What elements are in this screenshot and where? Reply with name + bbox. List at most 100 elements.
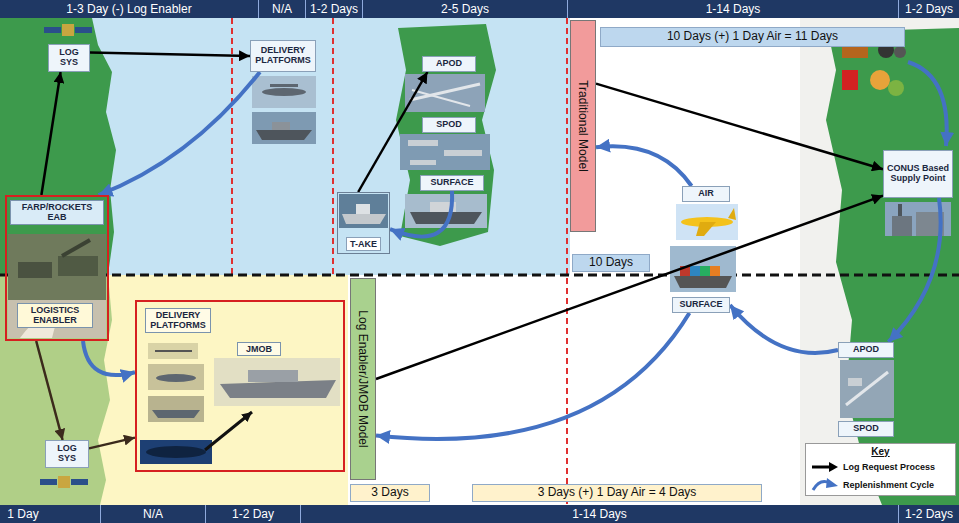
land-mass (396, 24, 496, 246)
label-text: DELIVERY PLATFORMS (145, 308, 211, 333)
log-request-arrow (358, 72, 427, 192)
region-panels (800, 18, 959, 505)
air-surface-photos (710, 266, 720, 276)
satellite-icon (71, 479, 88, 485)
port-photos (444, 150, 482, 156)
supply-icons (894, 46, 906, 58)
jmob-platform-photos (148, 343, 198, 359)
label-text: Log Enabler/JMOB Model (356, 310, 370, 447)
ship-frame: T-AKE (337, 192, 390, 254)
port-photos (408, 140, 438, 146)
label-text: Traditional Model (576, 80, 590, 172)
platform-photos (252, 76, 316, 144)
jmob-platform-photos (148, 396, 204, 422)
jmob-platform-photos (156, 374, 196, 382)
port-photos (400, 134, 490, 170)
label-text: LOGISTICS ENABLER (17, 303, 93, 328)
label-text: APOD (853, 345, 879, 355)
airfield-photo (848, 378, 862, 386)
legend-cycle-head (826, 478, 838, 488)
replenishment-arrow (83, 341, 135, 375)
phase-divider (332, 18, 334, 275)
port-label: SPOD (838, 421, 894, 437)
legend-arrow-head (829, 462, 838, 472)
label-text: SURFACE (679, 300, 722, 310)
port-label: APOD (422, 56, 476, 72)
timeline-box: 3 Days (+) 1 Day Air = 4 Days (472, 484, 762, 502)
air-surface-photos (674, 276, 732, 288)
supply-point-label: CONUS Based Supply Point (883, 150, 953, 198)
factory-photo (898, 204, 902, 216)
replenishment-arrow (596, 146, 692, 186)
land-mass (0, 275, 112, 505)
platform-photos (252, 112, 316, 144)
platform-label: DELIVERY PLATFORMS (250, 40, 316, 72)
platform-photos (272, 122, 290, 130)
log-request-arrow (376, 196, 883, 379)
port-photos (405, 74, 485, 112)
air-surface-photos (670, 204, 738, 292)
log-request-arrow (89, 438, 135, 449)
farp-photos (8, 300, 106, 338)
label-text: APOD (436, 59, 462, 69)
replenishment-arrow (376, 313, 689, 439)
jmob-platform-photos (220, 380, 336, 398)
jmob-platform-photos (248, 370, 298, 382)
take-ship-photo (339, 194, 388, 228)
region-panels (0, 275, 348, 505)
timeline-box: 10 Days (+) 1 Day Air = 11 Days (600, 27, 905, 47)
legend-title: Key (810, 446, 951, 457)
label-text: DELIVERY PLATFORMS (253, 46, 313, 66)
log-request-arrow (41, 72, 60, 195)
take-ship-photo (342, 214, 386, 224)
mode-label: SURFACE (672, 297, 730, 313)
airfield-photo (840, 360, 894, 418)
phase-header-bar: 1-3 Day (-) Log EnablerN/A1-2 Days2-5 Da… (0, 0, 959, 18)
port-photos (412, 90, 470, 106)
farp-photos (18, 262, 52, 278)
supply-icons (888, 80, 904, 96)
label-text: 3 Days (371, 486, 408, 499)
region-panels (0, 18, 959, 505)
air-surface-photos (696, 222, 716, 236)
air-surface-photos (676, 204, 738, 240)
label-text: 2-5 Days (362, 0, 567, 18)
replenishment-arrow (390, 191, 452, 237)
model-bar: Traditional Model (570, 20, 596, 232)
log-sys-label: LOG SYS (45, 440, 89, 468)
satellite-icon (58, 476, 70, 488)
take-ship-photo (356, 204, 370, 214)
satellite-icon (62, 24, 74, 36)
phase-divider (0, 18, 959, 505)
phase-divider (0, 274, 959, 277)
label-text: T-AKE (346, 237, 381, 251)
replenishment-arrow (888, 198, 940, 342)
label-text: N/A (100, 505, 205, 523)
phase-divider (566, 18, 568, 505)
platform-photos (270, 84, 298, 87)
farp-photos (8, 234, 106, 300)
label-text: SPOD (853, 424, 879, 434)
legend-sample (810, 477, 840, 493)
land-mass (0, 18, 959, 505)
airfield-photo (840, 360, 894, 418)
label-text: 1-2 Days (898, 505, 959, 523)
label-text: 1-2 Days (898, 0, 959, 18)
label-text: AIR (698, 189, 714, 199)
factory-photo (892, 216, 912, 236)
label-text: 10 Days (+) 1 Day Air = 11 Days (667, 30, 838, 43)
air-surface-photos (728, 208, 736, 220)
legend-sample (810, 459, 840, 475)
replenishment-arrow (730, 305, 838, 353)
label-text: 3 Days (+) 1 Day Air = 4 Days (538, 486, 697, 499)
farp-photos (58, 256, 98, 276)
satellite-icon (44, 27, 61, 33)
port-label: APOD (838, 342, 894, 358)
label-text: N/A (258, 0, 305, 18)
satellite-icon (75, 27, 92, 33)
label-text: LOG SYS (51, 48, 87, 68)
legend-text: Replenishment Cycle (843, 480, 934, 490)
platform-photos (252, 76, 316, 108)
port-photos (410, 160, 436, 165)
